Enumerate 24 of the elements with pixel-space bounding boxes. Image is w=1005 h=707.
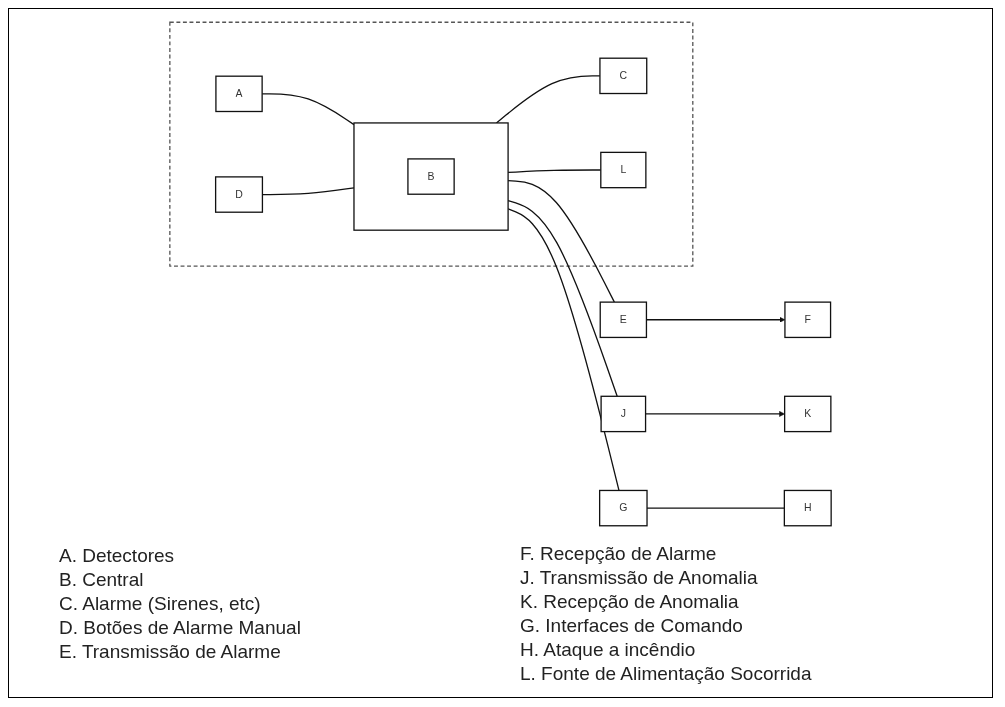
key-text: H. Ataque a incêndio (520, 639, 697, 661)
key-text: B. Central (59, 569, 145, 591)
node-box: F (784, 301, 832, 339)
cluster (353, 122, 509, 231)
key-text: F. Recepção de Alarme (520, 543, 718, 565)
key-text: C. Alarme (Sirenes, etc) (59, 593, 262, 615)
node-box: D (214, 176, 264, 213)
node-box: G (599, 489, 648, 527)
key-text: L. Fonte de Alimentação Socorrida (520, 663, 813, 685)
node-box: L (600, 151, 647, 189)
node-box: H (783, 489, 832, 527)
key-text: D. Botões de Alarme Manual (59, 617, 302, 639)
node-box: K (784, 395, 832, 433)
node-box: C (599, 57, 648, 95)
node-box: B (407, 158, 455, 195)
cluster (169, 21, 694, 267)
node-box: A (215, 75, 263, 113)
key-text: E. Transmissão de Alarme (59, 641, 282, 663)
key-text: A. Detectores (59, 545, 176, 567)
node-box: J (600, 395, 647, 433)
key-text: J. Transmissão de Anomalia (520, 567, 759, 589)
key-text: G. Interfaces de Comando (520, 615, 744, 637)
key-text: K. Recepção de Anomalia (520, 591, 740, 613)
node-box: E (599, 301, 648, 339)
